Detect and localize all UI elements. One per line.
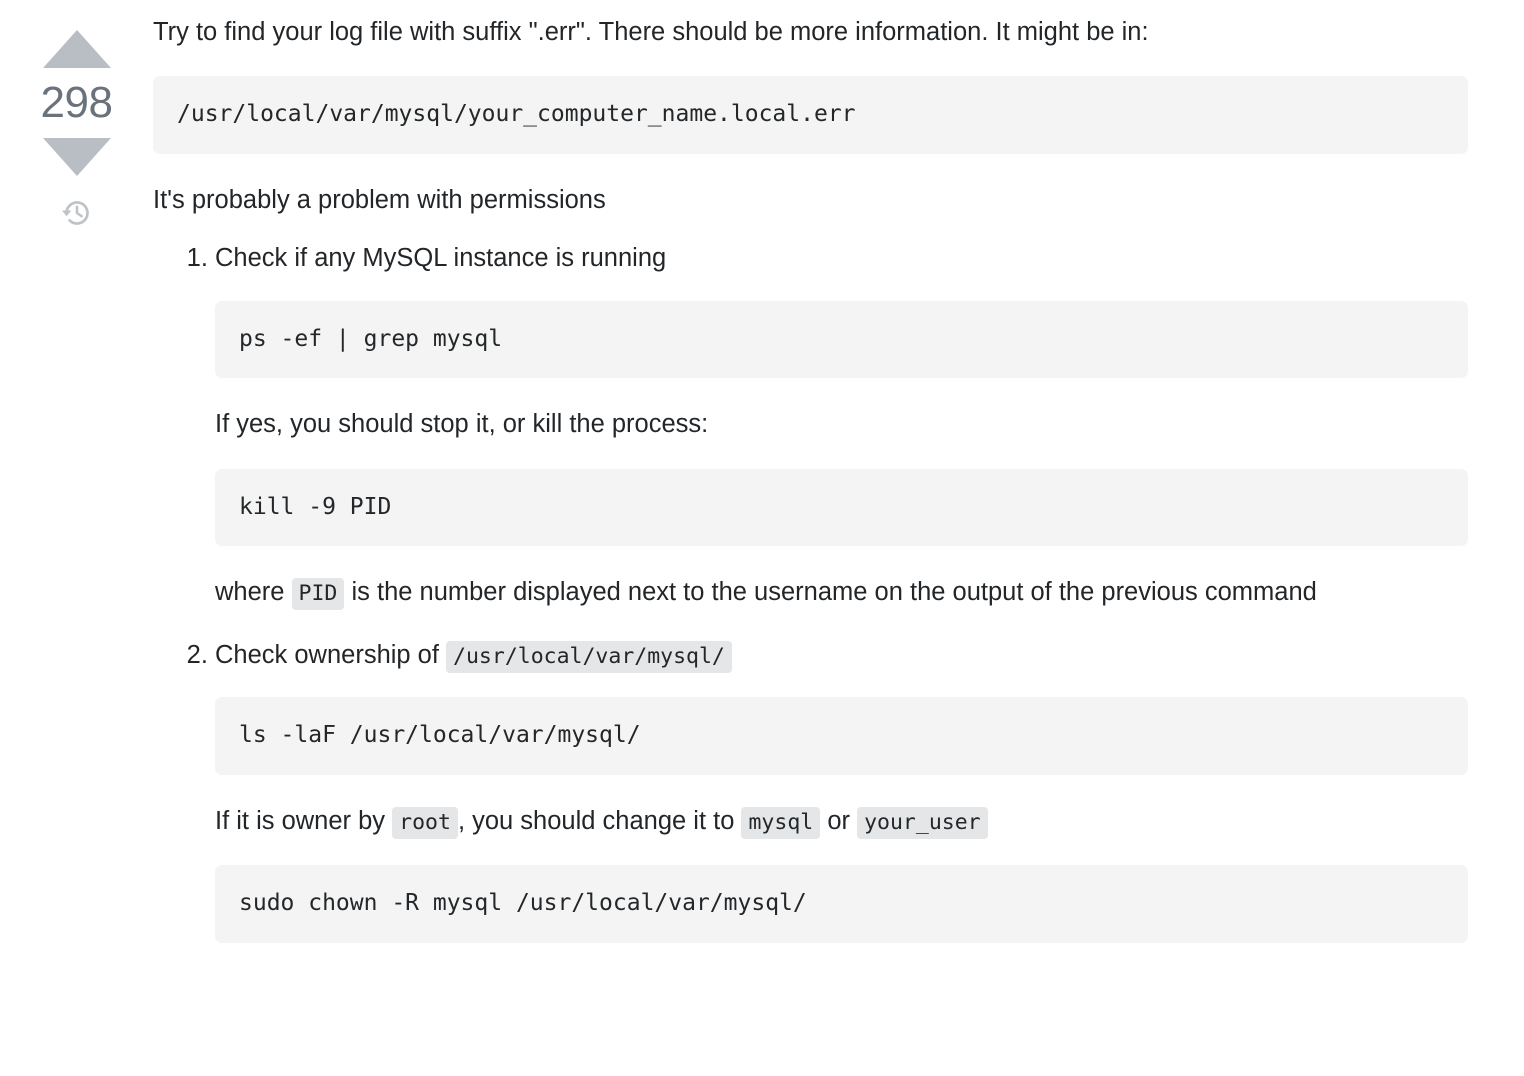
step-2-text-c: or	[827, 806, 850, 835]
intro-paragraph: Try to find your log file with suffix ".…	[153, 18, 1149, 46]
step-2-title: Check ownership of /usr/local/var/mysql/	[215, 637, 1468, 673]
step-2-text-a: If it is owner by	[215, 806, 386, 835]
downvote-icon[interactable]	[42, 138, 111, 176]
step-1-text-2-before: where	[215, 578, 285, 607]
code-block-kill[interactable]: kill -9 PID	[215, 468, 1468, 547]
answer-post: 298 Try to find your log file with suffi…	[0, 0, 1524, 949]
code-block-ps-grep[interactable]: ps -ef | grep mysql	[215, 300, 1468, 379]
step-2-text-1: If it is owner by root, you should chang…	[215, 803, 1468, 839]
step-1-text-2: where PID is the number displayed next t…	[215, 574, 1468, 611]
code-block-log-path[interactable]: /usr/local/var/mysql/your_computer_name.…	[153, 76, 1468, 155]
step-1-title: Check if any MySQL instance is running	[215, 244, 667, 273]
history-icon[interactable]	[60, 196, 94, 230]
vote-score: 298	[40, 78, 113, 127]
permissions-heading: It's probably a problem with permissions	[153, 186, 606, 215]
upvote-icon[interactable]	[42, 30, 111, 68]
code-block-ls[interactable]: ls -laF /usr/local/var/mysql/	[215, 696, 1468, 775]
inline-code-mysql-user[interactable]: mysql	[741, 806, 821, 839]
post-body: Try to find your log file with suffix ".…	[153, 14, 1524, 949]
inline-code-your-user[interactable]: your_user	[857, 806, 988, 839]
step-item-1: Check if any MySQL instance is running p…	[215, 240, 1468, 611]
step-2-title-before: Check ownership of	[215, 640, 439, 669]
code-block-chown[interactable]: sudo chown -R mysql /usr/local/var/mysql…	[215, 864, 1468, 943]
vote-cell: 298	[0, 14, 153, 949]
inline-code-mysql-dir[interactable]: /usr/local/var/mysql/	[446, 640, 732, 673]
step-2-text-b: , you should change it to	[457, 806, 735, 835]
step-1-text-1: If yes, you should stop it, or kill the …	[215, 410, 709, 439]
steps-list: Check if any MySQL instance is running p…	[153, 240, 1468, 943]
step-item-2: Check ownership of /usr/local/var/mysql/…	[215, 637, 1468, 943]
inline-code-root[interactable]: root	[392, 806, 458, 839]
inline-code-pid[interactable]: PID	[291, 578, 345, 611]
step-1-text-2-after: is the number displayed next to the user…	[351, 578, 1317, 607]
